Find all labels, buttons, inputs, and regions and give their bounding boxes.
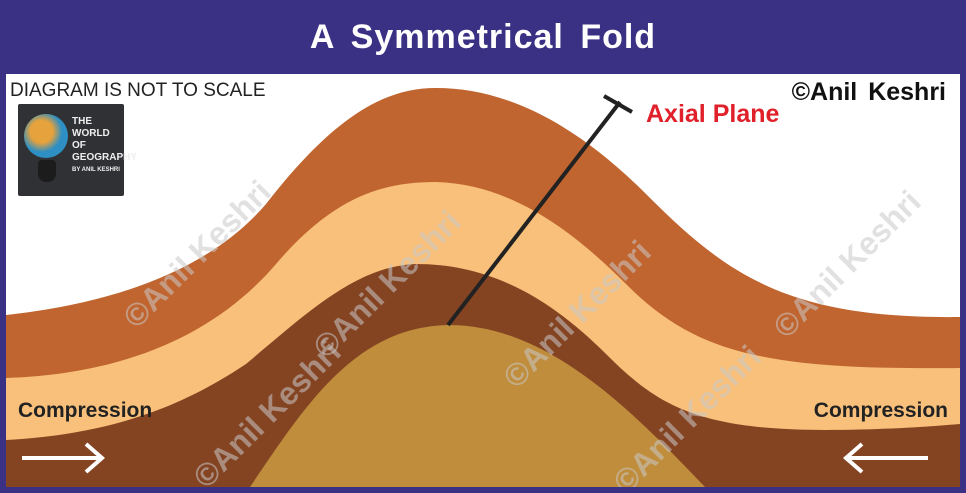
- core-layer: [250, 325, 705, 487]
- axial-plane-cap: [603, 94, 633, 114]
- logo-line: THE: [72, 116, 92, 127]
- scale-note: DIAGRAM IS NOT TO SCALE: [10, 80, 266, 101]
- diagram-title: A Symmetrical Fold: [309, 17, 657, 56]
- axial-plane-line: [446, 100, 622, 327]
- fold-layers: [6, 88, 960, 487]
- logo-line: OF: [72, 140, 86, 151]
- axial-plane-label: Axial Plane: [646, 100, 780, 128]
- arrow-left-icon: [842, 442, 928, 474]
- world-of-geography-logo: THE WORLD OF GEOGRAPHY BY ANIL KESHRI: [18, 104, 137, 196]
- globe-icon: [24, 114, 68, 158]
- fold-diagram: ©Anil Keshri ©Anil Keshri ©Anil Keshri ©…: [6, 74, 960, 487]
- compression-label-left: Compression: [18, 399, 153, 422]
- logo-line: BY ANIL KESHRI: [72, 167, 120, 173]
- arrow-right-icon: [22, 442, 106, 474]
- globe-stand: [38, 160, 56, 182]
- logo-line: WORLD: [72, 128, 110, 139]
- copyright: ©Anil Keshri: [791, 78, 946, 106]
- logo-text: THE WORLD OF GEOGRAPHY BY ANIL KESHRI: [72, 116, 137, 176]
- compression-label-right: Compression: [813, 399, 948, 422]
- logo-line: GEOGRAPHY: [72, 152, 138, 163]
